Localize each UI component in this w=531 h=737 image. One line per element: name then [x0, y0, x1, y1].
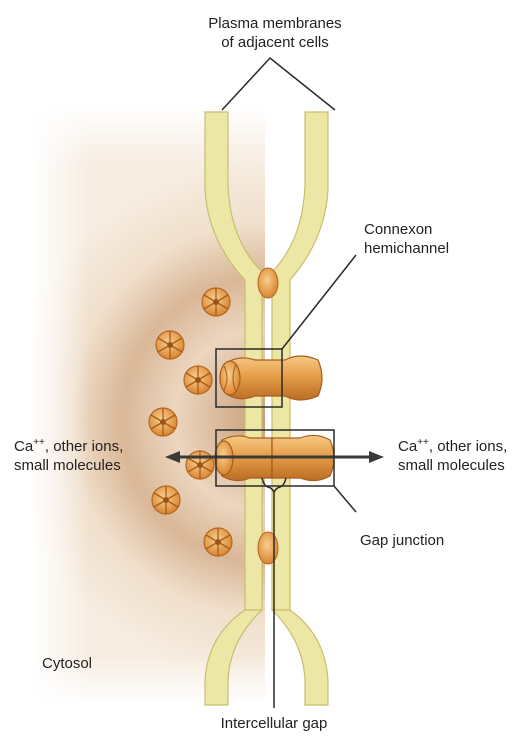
ions-left-rest: , other ions, — [45, 438, 123, 455]
ions-right-rest: , other ions, — [429, 438, 507, 455]
ions-right-prefix: Ca — [398, 438, 417, 455]
ions-left-prefix: Ca — [14, 438, 33, 455]
plasma-membranes-label-line2: of adjacent cells — [180, 33, 370, 52]
connexon-disc — [156, 331, 184, 359]
connexon-disc — [184, 366, 212, 394]
connexon-disc — [186, 451, 214, 479]
ions-left-line2: small molecules — [14, 456, 123, 475]
ions-left-sup: ++ — [33, 437, 45, 448]
gap-junction-leader — [334, 486, 356, 512]
embedded-connexon — [258, 532, 278, 564]
connexon-hemichannel — [220, 356, 322, 400]
ions-left-label: Ca++, other ions, small molecules — [14, 437, 123, 475]
right-membrane-lower — [272, 610, 328, 705]
connexon-label-line1: Connexon — [364, 220, 449, 239]
plasma-membranes-leader — [222, 58, 335, 110]
intercellular-gap-label: Intercellular gap — [184, 714, 364, 733]
ions-right-line2: small molecules — [398, 456, 507, 475]
connexon-disc — [204, 528, 232, 556]
connexon-disc — [149, 408, 177, 436]
plasma-membranes-label: Plasma membranes of adjacent cells — [180, 14, 370, 52]
connexon-label-line2: hemichannel — [364, 239, 449, 258]
gap-junction-label: Gap junction — [360, 531, 444, 550]
connexon-disc — [152, 486, 180, 514]
cytosol-label: Cytosol — [42, 654, 92, 673]
embedded-connexon — [258, 268, 278, 298]
connexon-hemichannel-label: Connexon hemichannel — [364, 220, 449, 258]
ions-right-sup: ++ — [417, 437, 429, 448]
ions-right-label: Ca++, other ions, small molecules — [398, 437, 507, 475]
connexon-disc — [202, 288, 230, 316]
plasma-membranes-label-line1: Plasma membranes — [180, 14, 370, 33]
